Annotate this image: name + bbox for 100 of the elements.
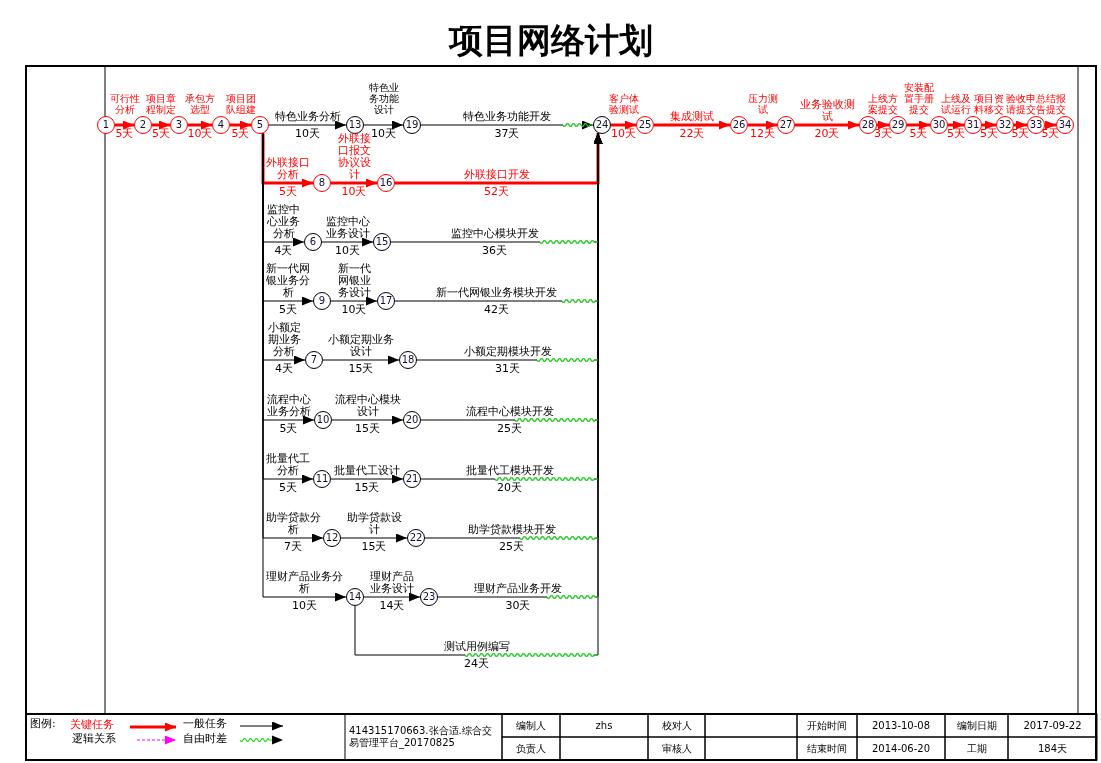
edge-label: 助学贷款设计 xyxy=(345,512,403,536)
edge-label: 小额定期模块开发 xyxy=(462,346,553,358)
arrow xyxy=(1045,120,1056,130)
edge-label: 小额定期业务设计 xyxy=(327,334,395,358)
table-cell-text: 414315170663.张合适.综合交易管理平台_20170825 xyxy=(348,724,493,751)
duration-label: 5天 xyxy=(279,186,297,198)
duration-label: 5天 xyxy=(980,128,998,140)
duration-label: 10天 xyxy=(187,128,213,140)
legend-title: 图例: xyxy=(30,718,56,730)
edge-label: 安装配置手册提交 xyxy=(903,82,934,115)
table-cell-text: 2014-06-20 xyxy=(870,741,932,756)
duration-label: 25天 xyxy=(497,423,522,435)
arrow xyxy=(230,120,251,130)
duration-label: 15天 xyxy=(355,423,380,435)
edge-label: 承包方选型 xyxy=(184,93,216,115)
edge-label: 监控中心业务设计 xyxy=(324,216,371,240)
duration-label: 10天 xyxy=(611,128,636,140)
arrow xyxy=(322,355,400,365)
table-cell-text: 编制人 xyxy=(515,718,547,733)
edge-label: 项目团队组建 xyxy=(224,93,257,115)
duration-label: 25天 xyxy=(499,541,524,553)
edge-label: 流程中心模块开发 xyxy=(464,406,555,418)
edge-label: 助学贷款模块开发 xyxy=(466,524,557,536)
duration-label: 4天 xyxy=(274,245,293,257)
duration-label: 3天 xyxy=(874,128,892,140)
duration-label: 15天 xyxy=(354,482,380,494)
duration-label: 5天 xyxy=(231,128,250,140)
edge-label: 外联接口开发 xyxy=(462,169,531,181)
edge-label: 压力测试 xyxy=(746,93,779,115)
duration-label: 5天 xyxy=(279,423,298,435)
duration-label: 4天 xyxy=(275,363,293,375)
edge-label: 上线方案提交 xyxy=(867,93,899,115)
arrow xyxy=(611,120,636,130)
arrow xyxy=(948,120,964,130)
duration-label: 5天 xyxy=(1011,128,1030,140)
duration-label: 20天 xyxy=(814,128,840,140)
diagram-title: 项目网络计划 xyxy=(448,20,653,60)
edge-label: 批量代工分析 xyxy=(265,453,311,477)
duration-label: 42天 xyxy=(484,304,509,316)
edge-label: 验收申请提交 xyxy=(1005,93,1036,115)
edge-label: 可行性分析 xyxy=(108,93,141,115)
arrow xyxy=(654,120,730,130)
arrow xyxy=(152,120,170,130)
edge-label: 理财产品业务设计 xyxy=(369,571,415,595)
duration-label: 12天 xyxy=(750,128,775,140)
edge-label: 项目章程制定 xyxy=(145,93,177,115)
edge-label: 批量代工设计 xyxy=(333,465,401,477)
table-cell-text: 工期 xyxy=(965,741,988,756)
edge-label: 新一代网银业务模块开发 xyxy=(435,287,558,299)
arrow xyxy=(395,133,603,185)
arrow xyxy=(330,474,404,484)
edge-label: 上线及试运行 xyxy=(940,93,972,115)
duration-label: 5天 xyxy=(115,128,134,140)
duration-label: 52天 xyxy=(484,186,509,198)
edge-label: 监控中心模块开发 xyxy=(449,228,540,240)
edge-label: 理财产品业务开发 xyxy=(473,583,563,595)
duration-label: 10天 xyxy=(341,186,367,198)
duration-label: 5天 xyxy=(152,128,170,140)
edge-label: 新一代网银业务设计 xyxy=(336,263,372,299)
edge-label: 特色业务功能设计 xyxy=(367,82,400,115)
legend-label: 逻辑关系 xyxy=(72,733,116,745)
duration-label: 14天 xyxy=(379,600,405,612)
arrow xyxy=(261,133,313,188)
arrow xyxy=(330,296,378,306)
legend-label: 关键任务 xyxy=(70,719,114,731)
edge-label: 特色业务功能开发 xyxy=(462,111,552,123)
duration-label: 5天 xyxy=(279,482,297,494)
legend-label: 一般任务 xyxy=(183,718,227,730)
table-cell-text: 审核人 xyxy=(660,741,693,756)
edge-label: 小额定期业务分析 xyxy=(266,322,302,358)
arrow xyxy=(748,120,777,130)
table-cell-text: 负责人 xyxy=(515,741,547,756)
table-cell-text: zhs xyxy=(594,718,614,733)
edge-label: 外联接口分析 xyxy=(265,157,311,181)
arrow xyxy=(907,120,930,130)
arrow xyxy=(1014,120,1027,130)
duration-label: 37天 xyxy=(494,128,520,140)
arrow xyxy=(877,120,889,130)
edge-label: 项目资料移交 xyxy=(973,93,1005,115)
edge-label: 集成测试 xyxy=(669,111,715,123)
edge-label: 客户体验测试 xyxy=(607,93,640,115)
duration-label: 36天 xyxy=(482,245,507,257)
arrow xyxy=(340,533,408,543)
arrow xyxy=(188,120,212,130)
table-cell-text: 开始时间 xyxy=(806,718,848,733)
edge-label: 总结报告提交 xyxy=(1035,93,1066,115)
duration-label: 5天 xyxy=(909,128,928,140)
edge-label: 外联接口报文协议设计 xyxy=(336,133,371,181)
table-cell-text: 184天 xyxy=(1036,741,1069,756)
arrow xyxy=(331,178,377,188)
arrow xyxy=(268,120,347,130)
arrow xyxy=(363,592,421,602)
duration-label: 5天 xyxy=(947,128,965,140)
edge-label: 新一代网银业务分析 xyxy=(265,263,311,299)
table-cell-text: 编制日期 xyxy=(955,718,998,733)
table-cell-text: 2013-10-08 xyxy=(870,718,932,733)
table-cell-text: 2017-09-22 xyxy=(1022,718,1083,733)
legend-label: 自由时差 xyxy=(183,733,227,745)
arrow xyxy=(795,120,859,130)
arrow xyxy=(363,120,404,130)
